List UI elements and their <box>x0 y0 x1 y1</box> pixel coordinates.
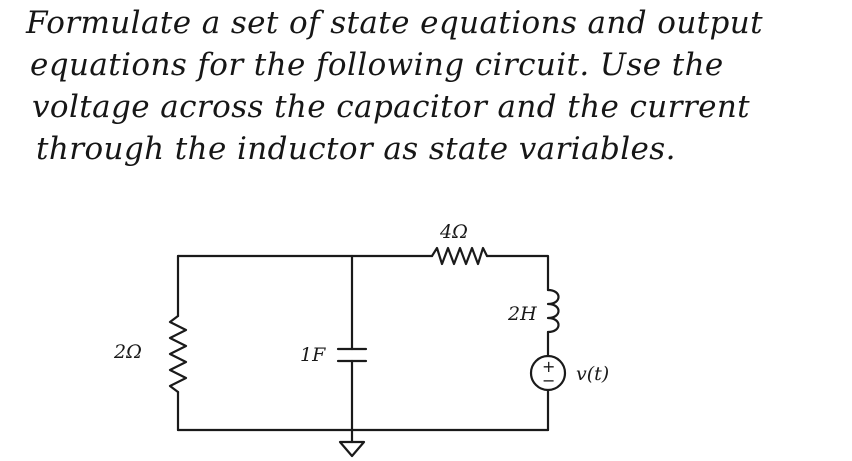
problem-line-1: Formulate a set of state equations and o… <box>26 5 764 41</box>
problem-line-3: voltage across the capacitor and the cur… <box>32 89 751 125</box>
capacitor-symbol <box>336 347 368 363</box>
problem-line-2: equations for the following circuit. Use… <box>30 47 724 83</box>
resistor-2ohm-symbol <box>168 314 188 394</box>
voltage-source-symbol <box>529 354 567 392</box>
problem-statement: Formulate a set of state equations and o… <box>26 2 846 170</box>
problem-line-4: through the inductor as state variables. <box>36 131 676 167</box>
voltage-source-minus: − <box>542 371 555 390</box>
resistor-4ohm-symbol <box>430 246 489 266</box>
wire-top-right <box>485 254 550 292</box>
ground-icon <box>338 440 366 458</box>
voltage-source-plus: + <box>542 357 555 376</box>
circuit-wires <box>176 254 550 444</box>
inductor-symbol <box>546 288 560 334</box>
resistor-2ohm-label: 2Ω <box>113 341 142 363</box>
capacitor-label: 1F <box>300 344 326 366</box>
resistor-4ohm-label: 4Ω <box>439 221 468 243</box>
voltage-source-label: v(t) <box>576 363 609 385</box>
inductor-label: 2H <box>507 303 537 325</box>
